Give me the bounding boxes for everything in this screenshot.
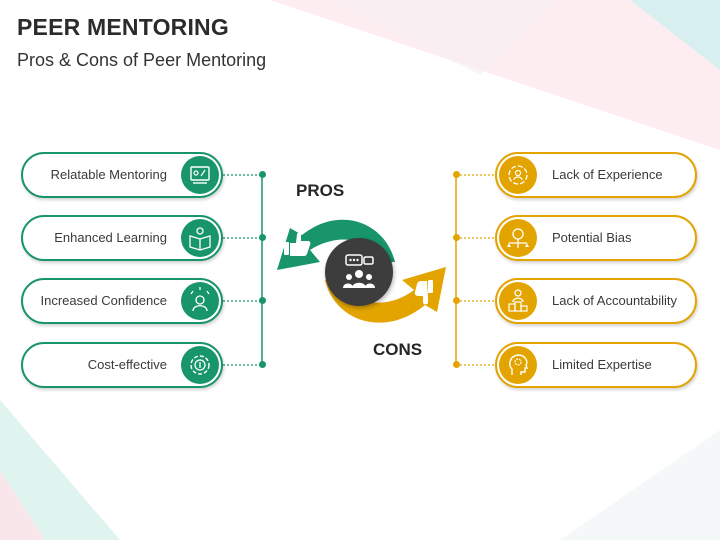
cons-item-label: Potential Bias — [552, 230, 632, 245]
cons-item-label: Lack of Accountability — [552, 293, 678, 308]
mentoring-board-icon — [181, 156, 219, 194]
pros-item-cost-effective: Cost-effective — [21, 342, 223, 388]
cons-arrow — [325, 267, 446, 323]
cons-label: CONS — [373, 340, 423, 359]
pros-item-increased-confidence: Increased Confidence — [21, 278, 223, 324]
page-subtitle: Pros & Cons of Peer Mentoring — [17, 50, 267, 70]
pros-item-enhanced-learning: Enhanced Learning — [21, 215, 223, 261]
center-circle — [325, 238, 393, 306]
cons-item-potential-bias: Potential Bias — [495, 215, 697, 261]
balance-scale-icon — [499, 219, 537, 257]
cons-item-label: Lack of Experience — [552, 167, 663, 182]
cons-item-label: Limited Expertise — [552, 357, 652, 372]
open-book-icon — [181, 219, 219, 257]
head-gear-icon — [499, 346, 537, 384]
pros-item-label: Enhanced Learning — [54, 230, 167, 245]
pros-label: PROS — [296, 181, 345, 200]
pros-item-relatable-mentoring: Relatable Mentoring — [21, 152, 223, 198]
thumbs-up-icon — [284, 232, 311, 256]
pros-item-label: Relatable Mentoring — [50, 167, 167, 182]
cons-item-lack-of-accountability: Lack of Accountability — [495, 278, 697, 324]
cons-connector-dot — [453, 361, 460, 368]
pros-connector-dot — [259, 361, 266, 368]
money-gear-icon — [181, 346, 219, 384]
pros-connector-dot — [259, 171, 266, 178]
cons-connector-dot — [453, 234, 460, 241]
pros-connector-dot — [259, 297, 266, 304]
pros-connector-dot — [259, 234, 266, 241]
target-person-icon — [499, 156, 537, 194]
cons-connector-dot — [453, 297, 460, 304]
cons-item-limited-expertise: Limited Expertise — [495, 342, 697, 388]
group-chat-icon — [343, 254, 375, 288]
confident-person-icon — [181, 282, 219, 320]
pros-item-label: Cost-effective — [87, 357, 167, 372]
pros-arrow — [277, 219, 395, 270]
pros-item-label: Increased Confidence — [40, 293, 167, 308]
cons-item-lack-of-experience: Lack of Experience — [495, 152, 697, 198]
page-title: PEER MENTORING — [17, 14, 229, 40]
cons-connector-dot — [453, 171, 460, 178]
thumbs-down-icon — [414, 280, 433, 305]
person-podium-icon — [499, 282, 537, 320]
